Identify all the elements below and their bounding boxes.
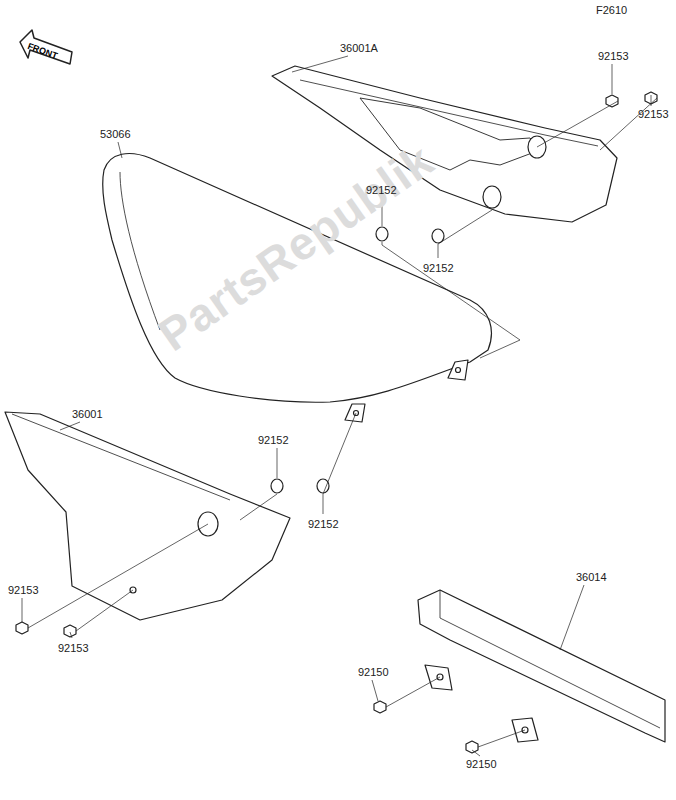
callout-number: 92153	[58, 642, 89, 654]
callout-number: 92152	[308, 518, 339, 530]
seat-edge	[120, 172, 160, 330]
cover-edge	[12, 414, 230, 500]
callout-number: 92152	[423, 262, 454, 274]
guard-edge	[440, 590, 660, 728]
left-side-cover	[5, 412, 290, 620]
leader-lines	[22, 56, 651, 756]
part-number: 36001A	[340, 42, 378, 54]
callout-number: 92150	[358, 666, 389, 678]
assembly-lines	[28, 98, 657, 747]
callout-number: 92153	[638, 108, 669, 120]
callout-number: 92150	[466, 758, 497, 770]
chain-guard	[418, 590, 665, 742]
callout-number: 92153	[598, 50, 629, 62]
callout-number: 92153	[8, 584, 39, 596]
cover-boss	[483, 186, 501, 208]
callout-number: 92152	[366, 184, 397, 196]
part-number: 53066	[100, 128, 131, 140]
seat-tab	[448, 360, 468, 380]
part-number: 36014	[576, 571, 607, 583]
callout-number: 92152	[258, 434, 289, 446]
front-arrow	[20, 30, 72, 64]
figure-code: F2610	[596, 4, 627, 16]
bolts	[16, 92, 657, 753]
seat-hole	[456, 368, 461, 373]
part-number: 36001	[72, 408, 103, 420]
seat-tab	[345, 404, 365, 422]
seat	[103, 154, 492, 403]
cover-edge	[300, 80, 598, 146]
